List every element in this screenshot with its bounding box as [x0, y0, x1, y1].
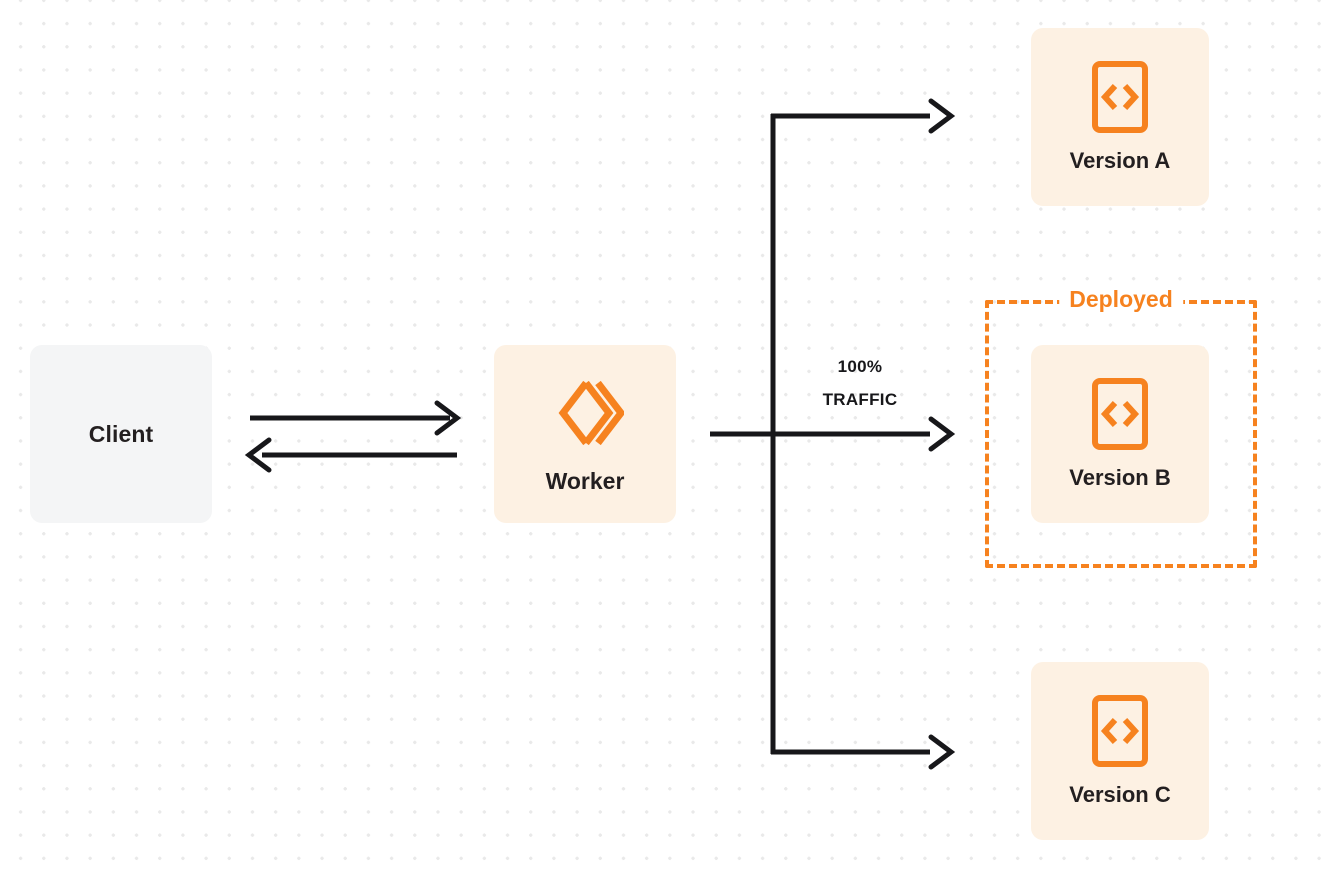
version-c-label: Version C	[1069, 782, 1171, 807]
version-a-label: Version A	[1069, 148, 1171, 173]
node-version-b[interactable]: Version B	[1031, 345, 1209, 523]
client-label: Client	[88, 420, 154, 447]
traffic-percent: 100%	[837, 357, 883, 376]
deployed-group: Deployed	[985, 285, 1257, 568]
cloudflare-workers-logo-icon	[546, 374, 624, 452]
traffic-word: TRAFFIC	[822, 390, 898, 410]
node-version-c[interactable]: Version C	[1031, 662, 1209, 840]
code-brackets-document-icon	[1091, 377, 1149, 451]
traffic-label: 100% TRAFFIC	[790, 350, 930, 416]
version-b-label: Version B	[1069, 465, 1171, 490]
worker-label: Worker	[545, 467, 625, 494]
node-worker[interactable]: Worker	[494, 345, 676, 523]
code-brackets-document-icon	[1091, 694, 1149, 768]
node-version-a[interactable]: Version A	[1031, 28, 1209, 206]
code-brackets-document-icon	[1091, 60, 1149, 134]
node-client[interactable]: Client	[30, 345, 212, 523]
deployed-group-label: Deployed	[1059, 285, 1183, 313]
